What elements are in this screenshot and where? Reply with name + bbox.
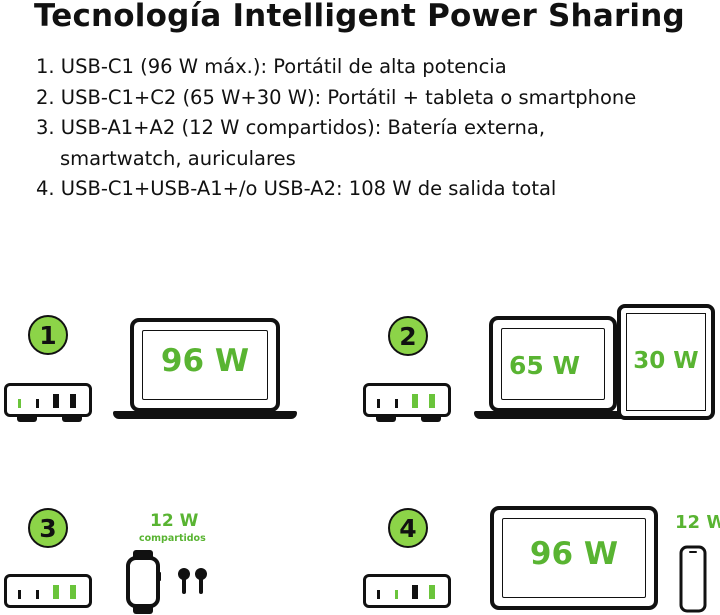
charger-hub-icon — [363, 574, 451, 608]
page-title: Tecnología Intelligent Power Sharing — [34, 0, 685, 34]
tablet-icon — [617, 304, 715, 420]
power-label: 12 W — [675, 512, 720, 533]
power-label: 96 W — [529, 536, 619, 572]
port-list: 1. USB-C1 (96 W máx.): Portátil de alta … — [36, 52, 696, 205]
smartphone-icon — [679, 545, 707, 613]
step-badge: 1 — [28, 315, 68, 355]
step-badge: 3 — [28, 508, 68, 548]
list-item: smartwatch, auriculares — [60, 146, 296, 170]
step-badge: 2 — [388, 316, 428, 356]
smartwatch-icon — [126, 550, 161, 614]
power-label: 65 W — [508, 351, 581, 380]
power-label: 96 W — [160, 343, 250, 379]
power-label: 12 W — [150, 511, 199, 531]
step-badge: 4 — [388, 508, 428, 548]
power-label: 30 W — [633, 348, 699, 374]
list-item: 1. USB-C1 (96 W máx.): Portátil de alta … — [36, 55, 507, 78]
charger-hub-icon — [4, 383, 92, 422]
list-item: 3. USB-A1+A2 (12 W compartidos): Batería… — [36, 116, 546, 139]
charger-hub-icon — [363, 383, 451, 422]
list-item: 4. USB-C1+USB-A1+/o USB-A2: 108 W de sal… — [36, 177, 557, 200]
earbuds-icon — [178, 568, 207, 594]
shared-label: compartidos — [139, 533, 206, 544]
charger-hub-icon — [4, 574, 92, 608]
list-item: 2. USB-C1+C2 (65 W+30 W): Portátil + tab… — [36, 85, 637, 109]
